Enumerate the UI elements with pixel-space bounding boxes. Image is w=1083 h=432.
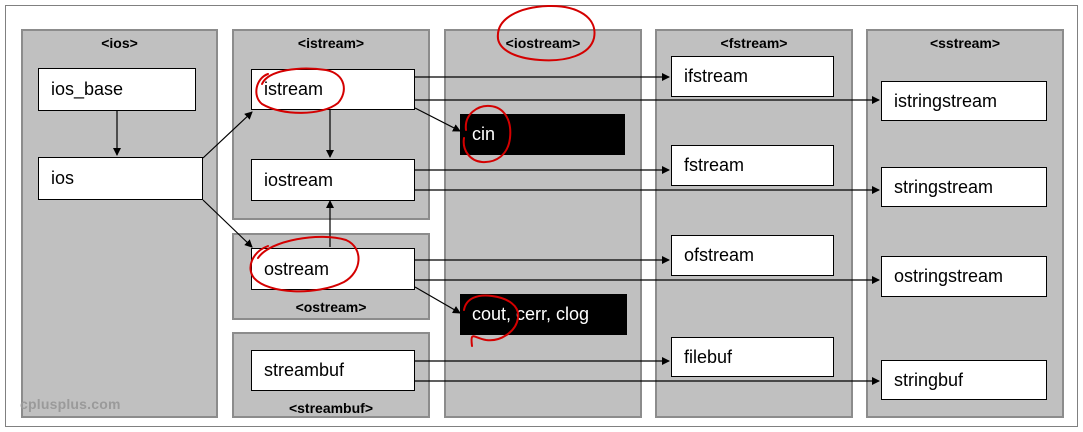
istringstream-label: istringstream <box>894 90 998 111</box>
annotation-circle-cin <box>462 104 512 164</box>
watermark: cplusplus.com <box>20 396 121 412</box>
istream-label: istream <box>264 79 324 99</box>
filebuf-label: filebuf <box>684 346 733 367</box>
arrow-ostream-cout <box>414 286 461 314</box>
istream-header: <istream> <box>297 35 365 51</box>
stringstream-box: stringstream <box>881 167 1047 207</box>
istringstream-box: istringstream <box>881 81 1047 121</box>
stringbuf-label: stringbuf <box>894 369 964 390</box>
stringstream-label: stringstream <box>894 176 994 197</box>
fstream-label: fstream <box>684 155 745 175</box>
iostream-column: <iostream> <box>444 29 642 418</box>
arrow-ios-istream <box>202 111 253 159</box>
ifstream-box: ifstream <box>671 56 834 97</box>
ostringstream-box: ostringstream <box>881 256 1047 297</box>
ostream-label: ostream <box>264 258 330 279</box>
cout-cerr-clog-object: cout, cerr, clog <box>460 294 627 335</box>
arrow-istream-cin <box>414 107 461 132</box>
ios-base-box: ios_base <box>38 68 196 111</box>
istream-box: istream <box>251 69 415 110</box>
annotation-circle-iostream-header <box>496 4 596 62</box>
annotation-circle-ostream <box>249 235 360 293</box>
filebuf-box: filebuf <box>671 337 834 377</box>
iostream-label: iostream <box>264 169 334 190</box>
iostream-header: <iostream> <box>505 35 581 51</box>
ofstream-label: ofstream <box>684 245 755 265</box>
fstream-box: fstream <box>671 145 834 186</box>
ostream-header: <ostream> <box>295 299 367 315</box>
ios-label: ios <box>51 168 75 188</box>
ifstream-label: ifstream <box>684 66 749 86</box>
ios-base-label: ios_base <box>51 79 124 99</box>
annotation-circle-istream <box>255 67 345 114</box>
ios-box: ios <box>38 157 203 200</box>
cout-cerr-clog-label: cout, cerr, clog <box>472 304 590 324</box>
cin-label: cin <box>472 124 496 144</box>
ios-header: <ios> <box>101 35 138 51</box>
annotation-circle-cout <box>463 294 520 347</box>
fstream-header: <fstream> <box>720 35 788 51</box>
streambuf-box: streambuf <box>251 350 415 391</box>
streambuf-header: <streambuf> <box>288 400 374 416</box>
stringbuf-box: stringbuf <box>881 360 1047 400</box>
ofstream-box: ofstream <box>671 235 834 276</box>
iostream-box: iostream <box>251 159 415 201</box>
streambuf-label: streambuf <box>264 360 345 380</box>
ostringstream-label: ostringstream <box>894 266 1004 286</box>
arrow-ios-ostream <box>202 199 253 248</box>
sstream-header: <sstream> <box>929 35 1001 51</box>
ostream-box: ostream <box>251 248 415 290</box>
cin-object: cin <box>460 114 625 155</box>
